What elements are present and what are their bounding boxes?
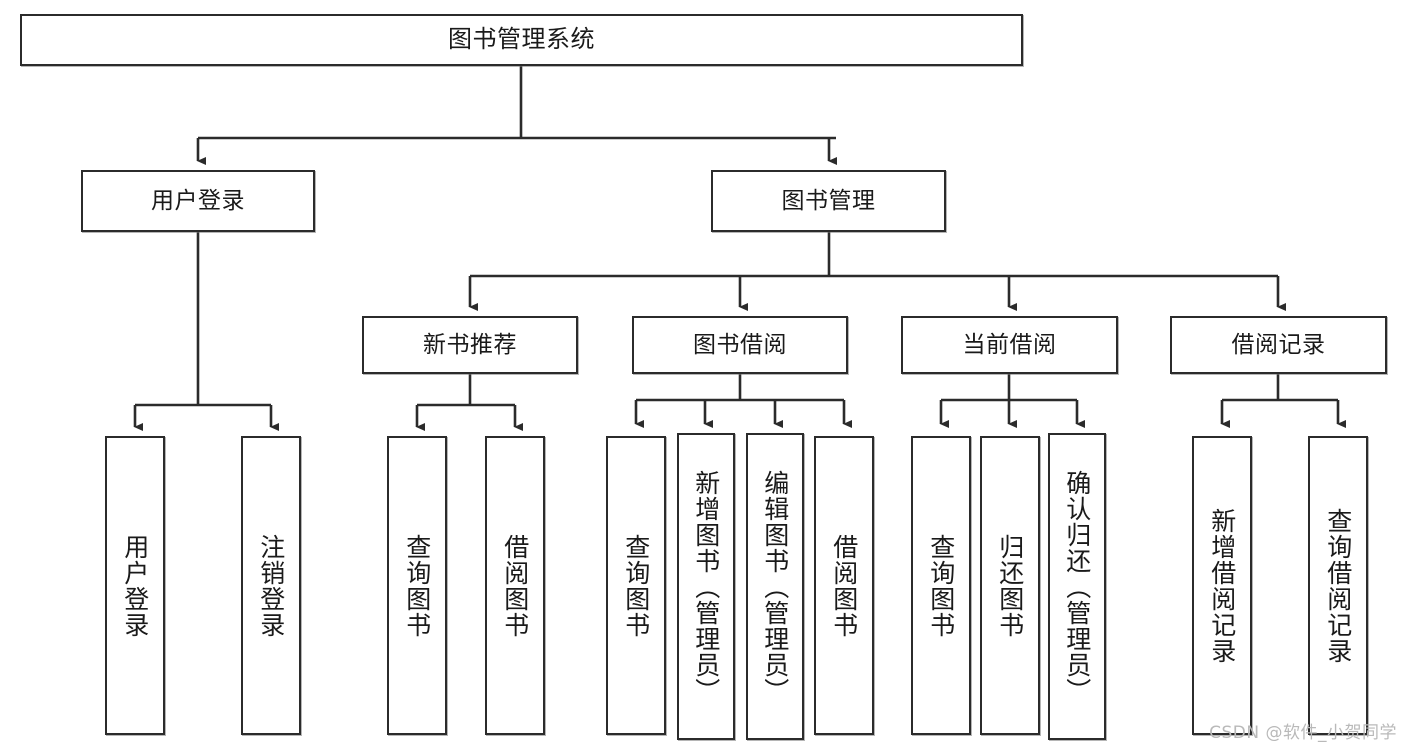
node-label: 新增借阅记录 — [1207, 507, 1237, 664]
node-label: 图书管理 — [781, 187, 876, 214]
node-label: 查询图书 — [621, 533, 651, 638]
node-borrowing-record[interactable]: 借阅记录 — [1170, 316, 1387, 374]
node-label: 编辑图书（管理员） — [760, 469, 790, 704]
leaf-recommend-query-book[interactable]: 查询图书 — [387, 436, 447, 735]
leaf-add-book-admin[interactable]: 新增图书（管理员） — [677, 433, 735, 740]
node-new-book-recommendation[interactable]: 新书推荐 — [362, 316, 578, 374]
node-book-management[interactable]: 图书管理 — [711, 170, 946, 232]
leaf-borrow-book[interactable]: 借阅图书 — [814, 436, 874, 735]
node-label: 借阅图书 — [829, 533, 859, 638]
node-label: 借阅记录 — [1231, 331, 1326, 358]
leaf-confirm-return-admin[interactable]: 确认归还（管理员） — [1048, 433, 1106, 740]
node-label: 图书借阅 — [693, 331, 787, 358]
leaf-add-borrow-record[interactable]: 新增借阅记录 — [1192, 436, 1252, 735]
node-label: 图书管理系统 — [448, 25, 595, 54]
leaf-recommend-borrow-book[interactable]: 借阅图书 — [485, 436, 545, 735]
node-user-login[interactable]: 用户登录 — [81, 170, 315, 232]
node-label: 归还图书 — [995, 533, 1025, 638]
node-label: 借阅图书 — [500, 533, 530, 638]
node-label: 新书推荐 — [423, 331, 517, 358]
node-root-book-management-system[interactable]: 图书管理系统 — [20, 14, 1023, 66]
node-book-borrowing[interactable]: 图书借阅 — [632, 316, 848, 374]
leaf-current-query-book[interactable]: 查询图书 — [911, 436, 971, 735]
node-label: 确认归还（管理员） — [1062, 469, 1092, 704]
leaf-logout[interactable]: 注销登录 — [241, 436, 301, 735]
node-label: 当前借阅 — [962, 331, 1057, 358]
leaf-edit-book-admin[interactable]: 编辑图书（管理员） — [746, 433, 804, 740]
node-label: 用户登录 — [151, 187, 245, 214]
csdn-watermark: CSDN @软件_小贺同学 — [1209, 723, 1397, 743]
node-label: 查询图书 — [926, 533, 956, 638]
node-label: 查询图书 — [402, 533, 432, 638]
node-label: 注销登录 — [256, 533, 286, 638]
leaf-query-borrow-record[interactable]: 查询借阅记录 — [1308, 436, 1368, 735]
leaf-borrow-query-book[interactable]: 查询图书 — [606, 436, 666, 735]
node-label: 新增图书（管理员） — [691, 469, 721, 704]
node-label: 查询借阅记录 — [1323, 507, 1353, 664]
leaf-user-login[interactable]: 用户登录 — [105, 436, 165, 735]
node-label: 用户登录 — [120, 533, 150, 638]
node-current-borrowing[interactable]: 当前借阅 — [901, 316, 1118, 374]
leaf-return-book[interactable]: 归还图书 — [980, 436, 1040, 735]
